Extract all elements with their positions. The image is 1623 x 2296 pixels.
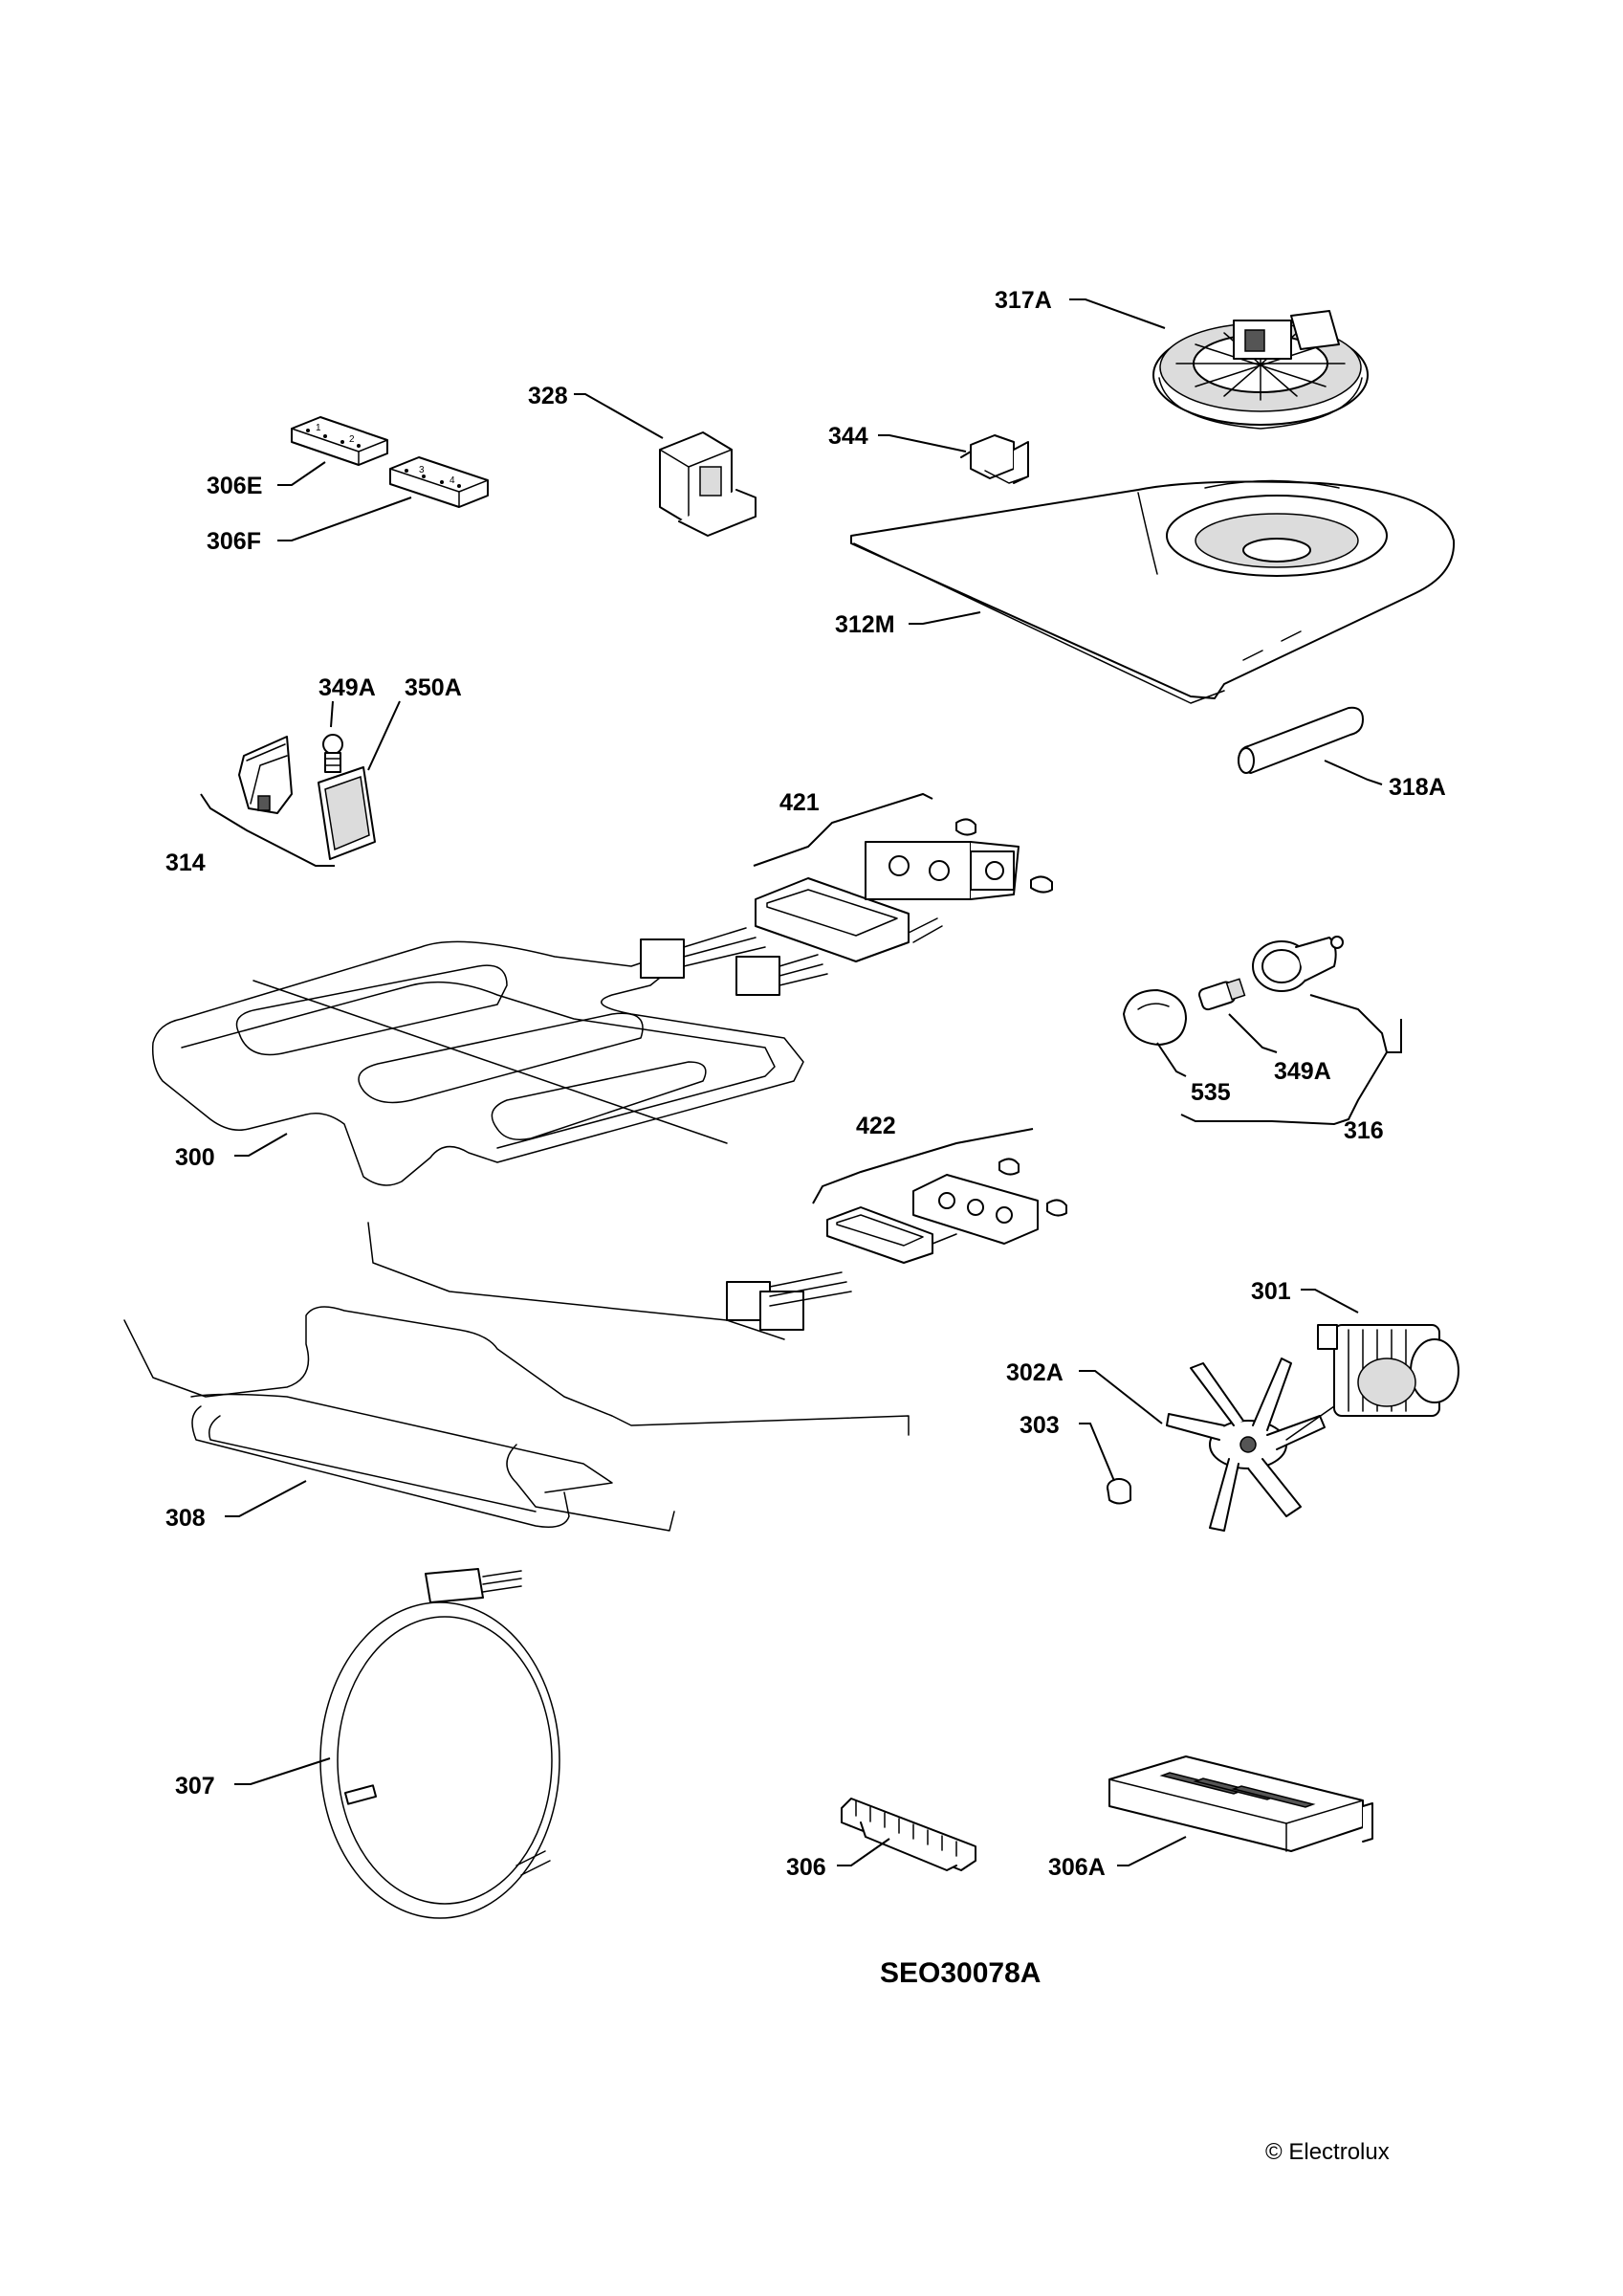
diagram-code: SEO30078A: [880, 1957, 1041, 1989]
part-label-314: 314: [165, 850, 206, 876]
fan-motor-icon: [1152, 310, 1369, 430]
part-label-344: 344: [828, 423, 868, 450]
part-label-303: 303: [1020, 1412, 1060, 1439]
ring-element-icon: [319, 1568, 560, 1919]
seal-icon: [318, 766, 376, 860]
grill-element-icon: [151, 927, 828, 1186]
part-label-306A: 306A: [1048, 1854, 1106, 1881]
terminal-block-icon: 1 2: [291, 416, 388, 466]
sleeve-icon: [1238, 706, 1364, 774]
nut-icon: [1107, 1478, 1131, 1505]
copyright-notice: © Electrolux: [1265, 2139, 1390, 2165]
lamp-assembly-icon: [1123, 936, 1344, 1046]
part-label-422: 422: [856, 1113, 896, 1139]
part-label-306E: 306E: [207, 473, 262, 499]
part-label-306: 306: [786, 1854, 826, 1881]
lamp-holder-icon: [238, 734, 343, 814]
bracket-icon: [960, 434, 1029, 484]
part-label-312M: 312M: [835, 611, 895, 638]
part-label-421: 421: [779, 789, 820, 816]
fan-cover-icon: [850, 479, 1456, 704]
transformer-icon: [659, 431, 757, 537]
connector-strip-icon: [841, 1798, 976, 1871]
part-label-328: 328: [528, 383, 568, 409]
svg-text:2: 2: [349, 434, 355, 445]
part-label-318A: 318A: [1389, 774, 1446, 801]
part-label-306F: 306F: [207, 528, 261, 555]
terminal-block-icon: 3 4: [389, 456, 489, 508]
part-label-316: 316: [1344, 1117, 1384, 1144]
part-label-300: 300: [175, 1144, 215, 1171]
part-label-349A-lamp: 349A: [1274, 1058, 1331, 1085]
part-label-308: 308: [165, 1505, 206, 1532]
fan-blade-icon: [1166, 1358, 1335, 1532]
svg-text:4: 4: [450, 475, 455, 486]
motor-icon: [1317, 1324, 1459, 1417]
part-label-350A: 350A: [405, 674, 462, 701]
part-label-349A-top: 349A: [318, 674, 376, 701]
part-label-307: 307: [175, 1773, 215, 1799]
svg-text:3: 3: [419, 465, 425, 475]
part-label-301: 301: [1251, 1278, 1291, 1305]
bottom-element-icon: [123, 1222, 910, 1532]
filter-box-icon: [1108, 1755, 1373, 1852]
part-label-317A: 317A: [995, 287, 1052, 314]
part-label-302A: 302A: [1006, 1359, 1064, 1386]
seal-icon: [826, 1158, 1067, 1264]
svg-text:1: 1: [316, 423, 321, 433]
seal-icon: [755, 818, 1053, 962]
part-label-535: 535: [1191, 1079, 1231, 1106]
